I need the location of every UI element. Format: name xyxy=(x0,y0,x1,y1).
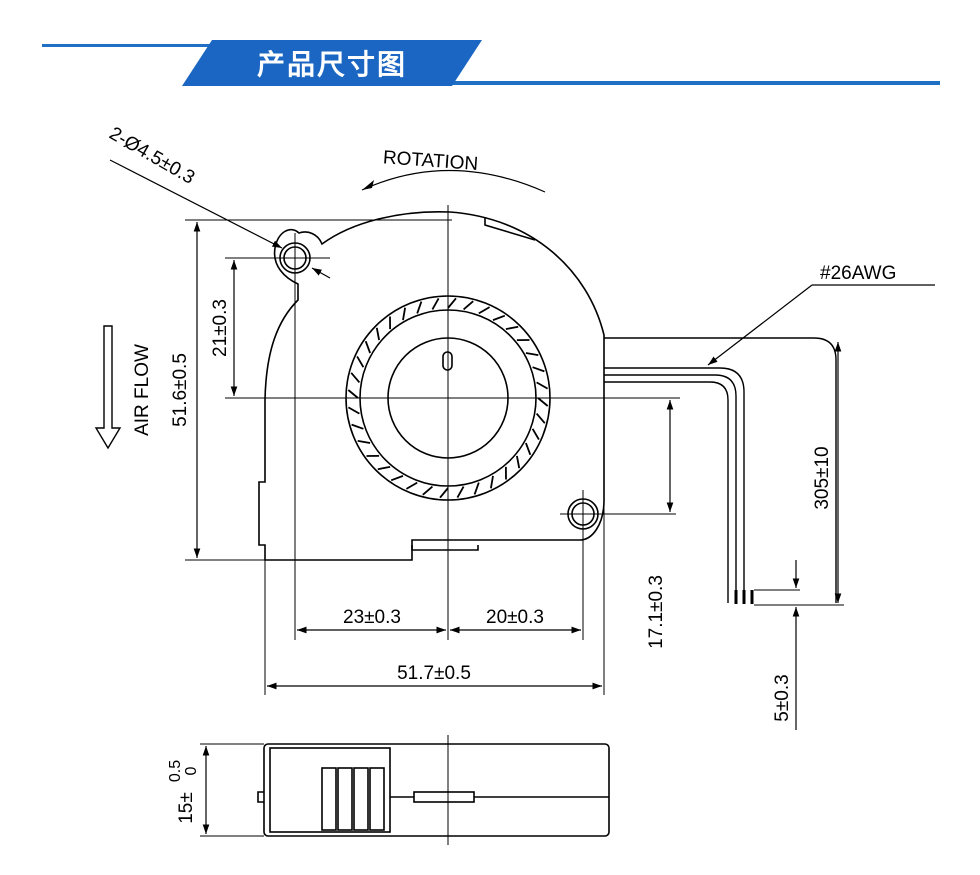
title-banner: 产品尺寸图 xyxy=(182,40,482,86)
width-dim-label: 51.7±0.5 xyxy=(397,663,471,684)
impeller-blade xyxy=(463,300,474,311)
impeller-blade xyxy=(505,325,519,330)
extension-lines xyxy=(185,219,844,837)
impeller-blade xyxy=(516,455,521,469)
fan-housing xyxy=(258,210,605,561)
rotation-label: ROTATION xyxy=(382,147,479,175)
impeller-blade xyxy=(473,482,480,495)
impeller-blade xyxy=(537,397,549,407)
hole-spec-label: 2-Ø4.5±0.3 xyxy=(106,123,199,189)
impeller-blade xyxy=(431,297,440,310)
header-line-right xyxy=(452,81,940,85)
impeller-blade xyxy=(532,366,545,373)
airflow-label: AIR FLOW xyxy=(132,344,153,436)
impeller-blade xyxy=(350,372,361,383)
impeller-blade xyxy=(351,423,364,430)
lead-wires xyxy=(604,337,837,604)
impeller-blade xyxy=(478,306,491,315)
impeller-blade xyxy=(390,475,404,482)
impeller-blade xyxy=(439,487,449,499)
impeller-blade xyxy=(357,440,371,444)
left-offset-dim-label: 23±0.3 xyxy=(343,607,401,628)
side-view xyxy=(257,743,610,837)
impeller-blade xyxy=(535,413,546,424)
impeller-blade xyxy=(447,297,457,309)
impeller-blade xyxy=(531,428,540,441)
thickness-base-label: 15± xyxy=(176,792,197,824)
height-dim-label: 51.6±0.5 xyxy=(170,353,191,427)
hole-y-dim-label: 17.1±0.3 xyxy=(646,575,667,649)
impeller-blade xyxy=(416,301,423,314)
impeller-blades xyxy=(347,297,549,499)
impeller-blade xyxy=(402,307,406,321)
strip-dim-label: 5±0.3 xyxy=(772,674,793,721)
impeller-blade xyxy=(347,389,359,399)
airflow-arrow-icon xyxy=(94,325,122,450)
header: 产品尺寸图 xyxy=(0,0,980,110)
impeller-blade xyxy=(525,352,539,356)
dimension-lines xyxy=(109,159,935,834)
impeller-blade xyxy=(490,475,494,489)
wire-gauge-label: #26AWG xyxy=(820,263,896,284)
header-line-left xyxy=(42,44,212,47)
impeller-blade xyxy=(525,442,532,456)
impeller-blade xyxy=(405,481,418,490)
impeller-blade xyxy=(492,314,506,321)
wire-length-dim-label: 305±10 xyxy=(812,446,833,509)
impeller-blade xyxy=(377,466,391,471)
thickness-dim-label: 15± 0.5 0 xyxy=(167,760,200,824)
hole-offset-dim-label: 21±0.3 xyxy=(210,299,231,357)
page-title: 产品尺寸图 xyxy=(256,48,407,81)
right-offset-dim-label: 20±0.3 xyxy=(486,607,544,628)
impeller-blade xyxy=(364,340,371,354)
centerlines xyxy=(225,205,680,640)
impeller-blade xyxy=(375,327,380,341)
impeller-blade xyxy=(356,355,365,368)
thickness-upper-tolerance: 0.5 xyxy=(167,760,184,782)
impeller-blade xyxy=(536,381,549,390)
impeller-blade xyxy=(347,406,360,415)
impeller-blade xyxy=(456,486,465,499)
impeller-blade xyxy=(422,485,433,496)
thickness-lower-tolerance: 0 xyxy=(183,766,200,775)
